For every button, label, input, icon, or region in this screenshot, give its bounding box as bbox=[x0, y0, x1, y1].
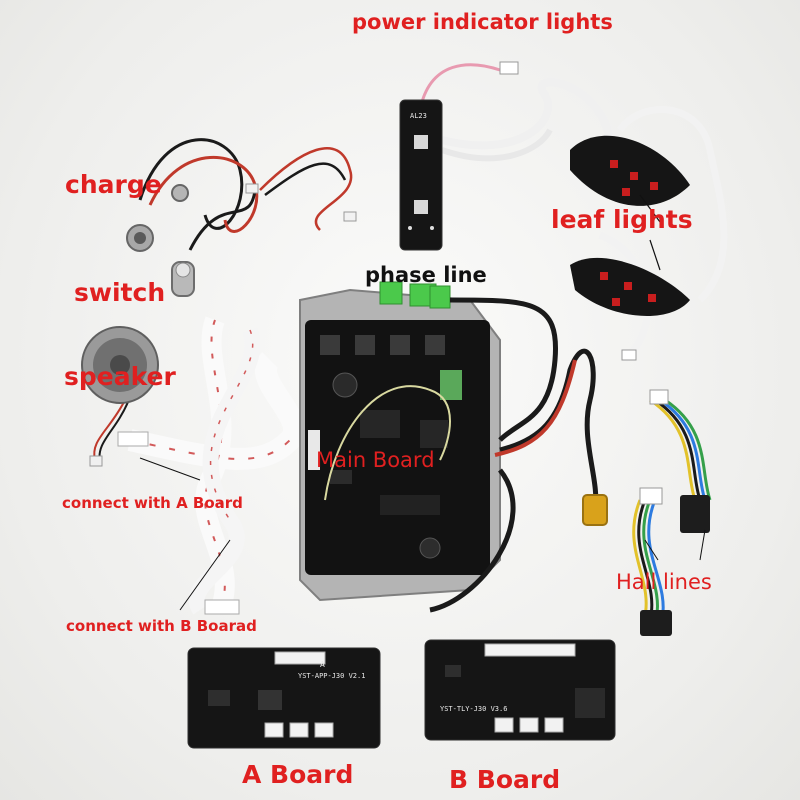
speaker bbox=[81, 326, 159, 467]
a-board bbox=[187, 647, 381, 749]
hall-lines bbox=[632, 389, 712, 636]
label-charge: charge bbox=[65, 170, 162, 199]
b-board bbox=[424, 639, 616, 741]
label-connect-a-board: connect with A Board bbox=[62, 494, 243, 512]
ribbon-cables bbox=[117, 316, 306, 615]
label-speaker: speaker bbox=[64, 362, 176, 391]
label-power-indicator-lights: power indicator lights bbox=[352, 10, 613, 34]
label-leaf-lights: leaf lights bbox=[551, 205, 693, 234]
indicator-board-code: AL23 bbox=[410, 112, 427, 120]
charge-switch-assembly bbox=[126, 138, 357, 297]
label-a-board: A Board bbox=[242, 760, 354, 789]
label-switch: switch bbox=[74, 278, 166, 307]
leaf-lights bbox=[570, 106, 728, 362]
b-board-model: YST-TLY-J30 V3.6 bbox=[440, 705, 508, 713]
label-connect-b-board: connect with B Boarad bbox=[66, 617, 257, 635]
label-hall-lines: Hall lines bbox=[616, 570, 712, 594]
label-phase-line: phase line bbox=[365, 263, 487, 287]
a-board-model: YST-APP-J30 V2.1 bbox=[298, 672, 366, 680]
power-indicator-assembly bbox=[399, 61, 614, 251]
label-main-board: Main Board bbox=[316, 448, 435, 472]
label-b-board: B Board bbox=[449, 765, 561, 794]
main-board bbox=[299, 281, 608, 613]
a-board-letter: A bbox=[320, 660, 325, 669]
pointer-lines bbox=[139, 194, 706, 611]
